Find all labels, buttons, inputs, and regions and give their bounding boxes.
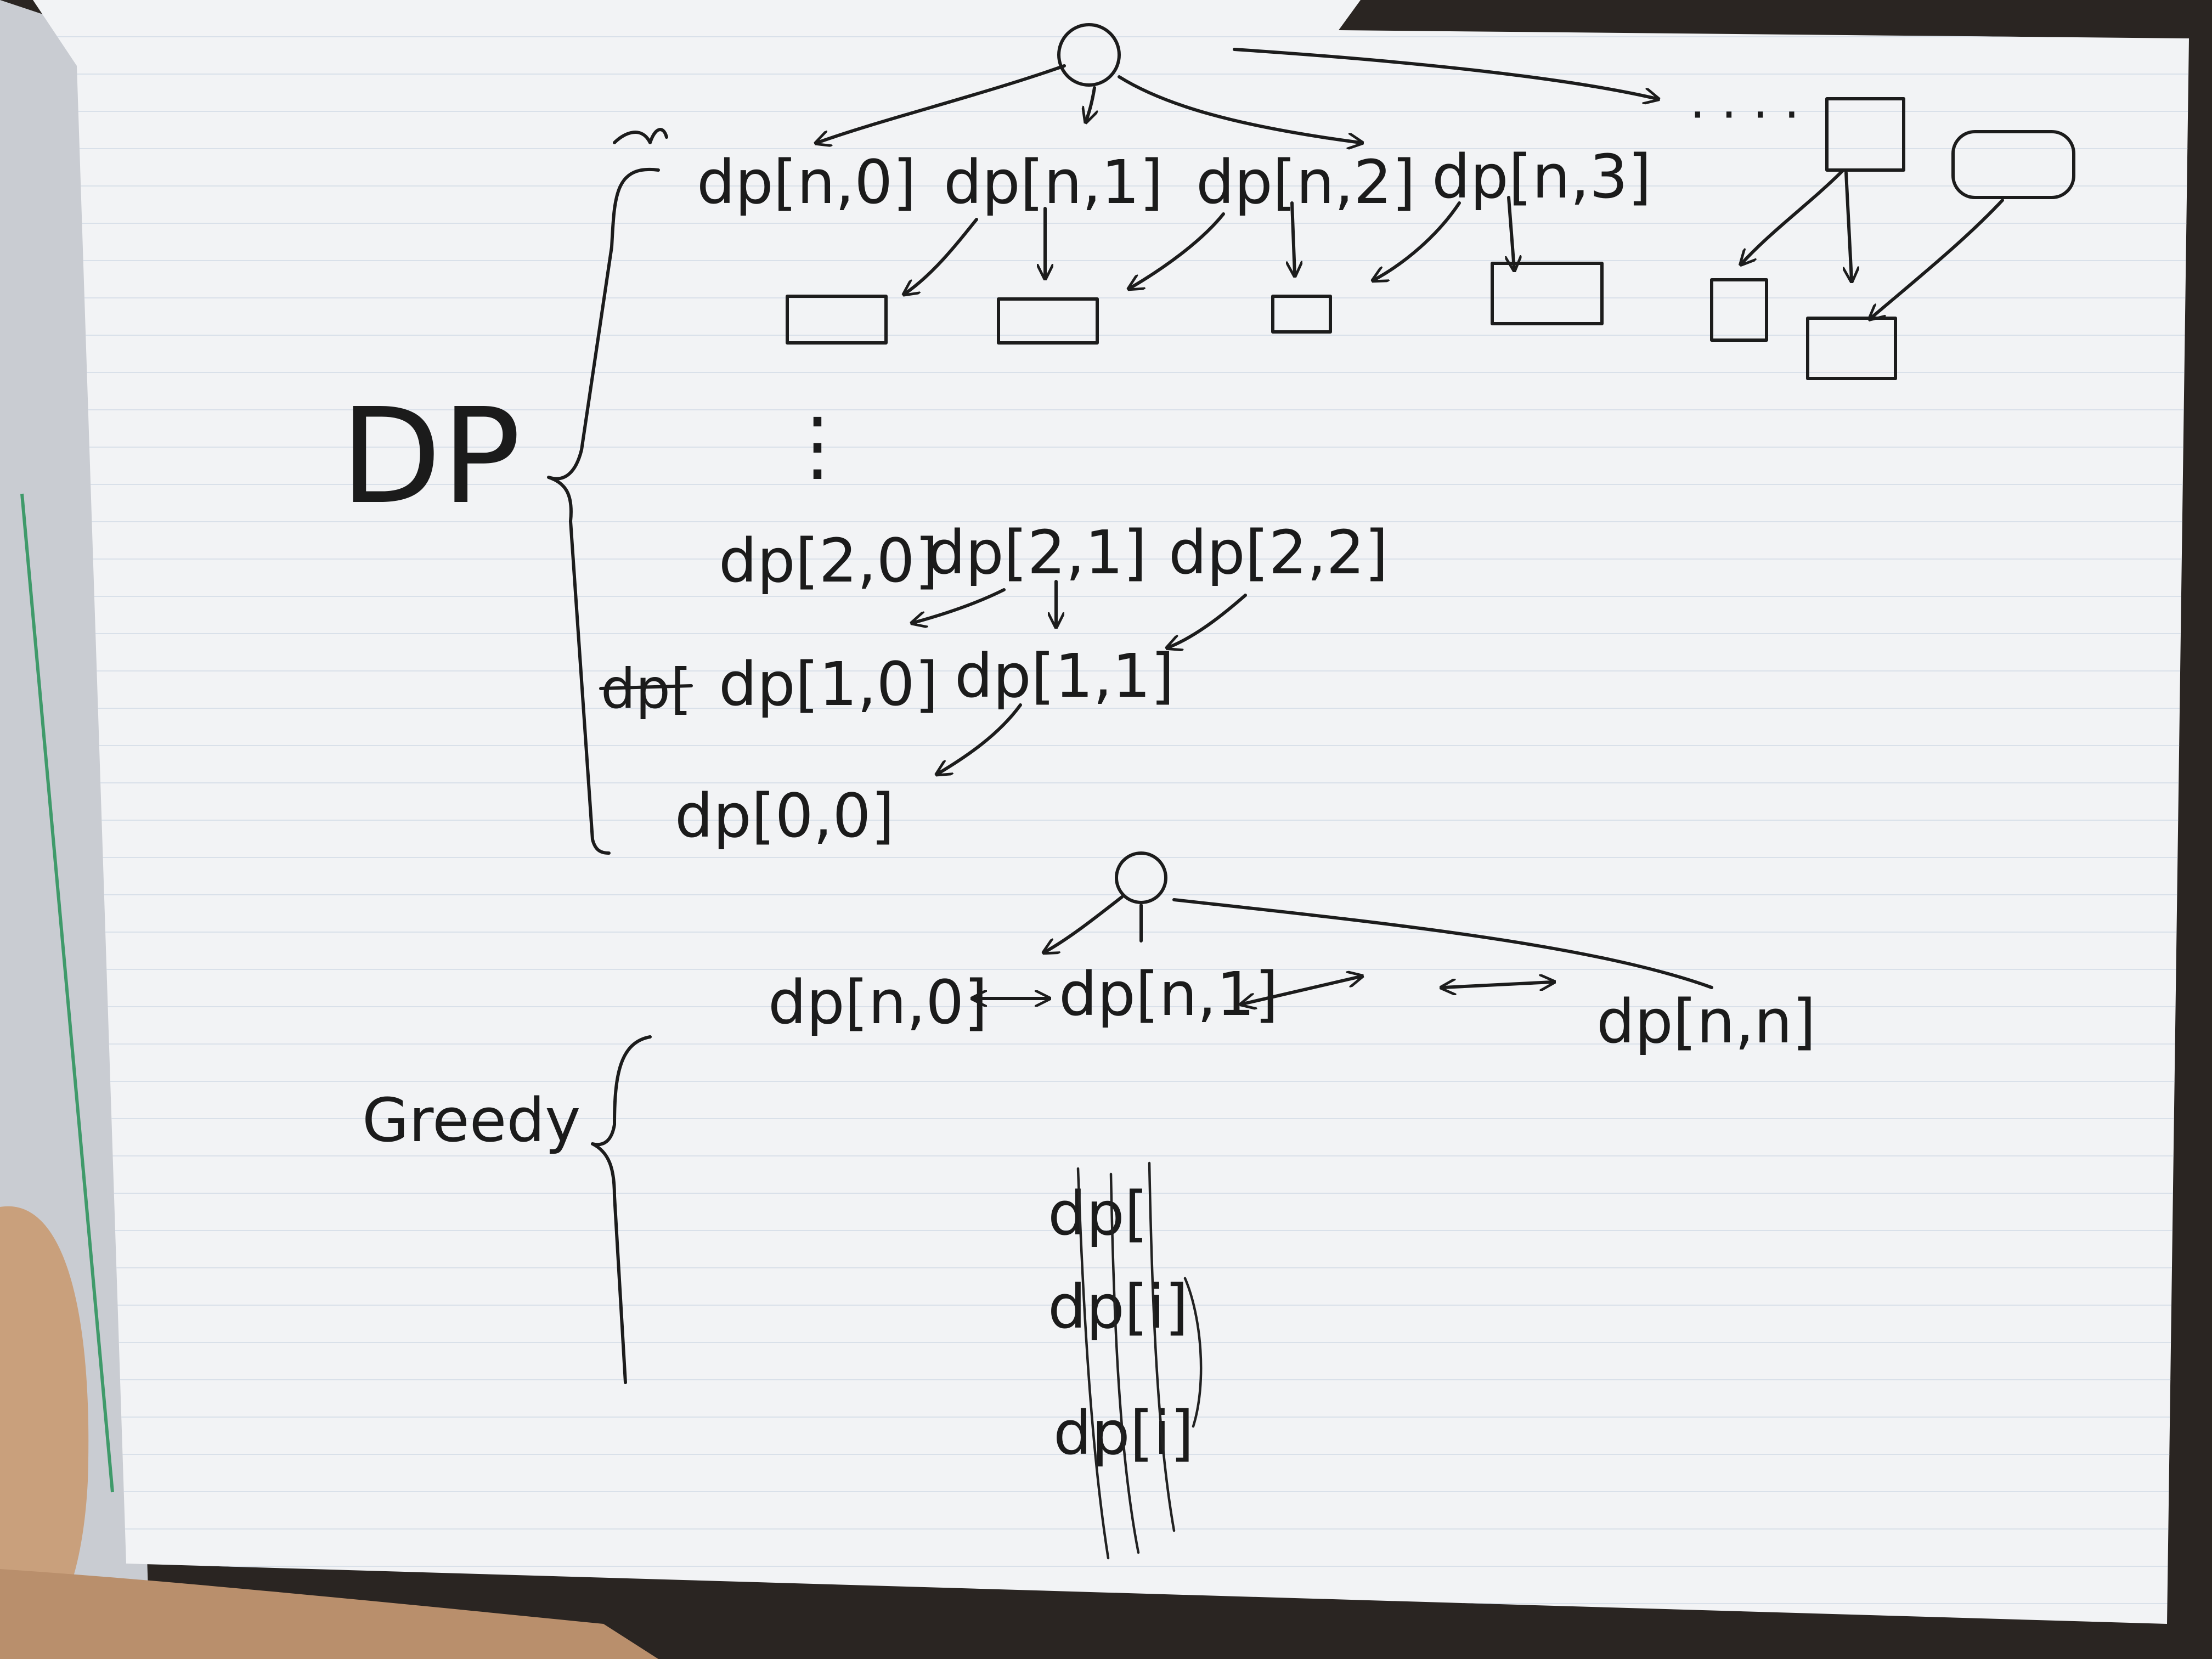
child-arrow [1871,199,2004,318]
dp-brace-flourish [613,128,668,144]
child-box [1710,278,1768,342]
vertical-stroke [1183,1277,1203,1428]
dp-title: DP [340,380,521,533]
dp-n-3: dp[n,3] [1432,142,1651,212]
dp-0-0: dp[0,0] [675,781,894,851]
child-box [997,297,1099,345]
notebook-left-page [0,0,148,1618]
row2-arrow [913,588,1006,623]
dp-n-1: dp[n,1] [944,147,1163,217]
child-arrow [1130,212,1225,288]
dp-2-2: dp[2,2] [1169,517,1388,588]
greedy-dp-n-n: dp[n,n] [1596,986,1816,1057]
placeholder-box [1825,97,1905,172]
ruled-lines [33,0,2189,1624]
greedy-title: Greedy [362,1085,580,1155]
child-arrow [1742,168,1845,263]
vertical-stroke [1109,1172,1140,1554]
double-arrow [1443,982,1553,988]
greedy-brace [591,1035,652,1384]
dp-1-1: dp[1,1] [955,641,1174,711]
vertical-stroke [1148,1161,1176,1532]
row2-arrow [1169,594,1247,647]
child-box [1806,317,1897,380]
greedy-dp-n-1: dp[n,1] [1059,959,1278,1029]
dp-n-0: dp[n,0] [697,147,916,217]
child-arrow [905,218,978,294]
child-arrow [1374,201,1461,280]
dp-2-0: dp[2,0] [719,526,938,596]
greedy-root-line [1172,898,1713,989]
root-arrow-1 [817,64,1066,143]
dp-n-2: dp[n,2] [1196,147,1415,217]
greedy-stack-1: dp[ [1048,1178,1148,1249]
greedy-section: dp[n,0] dp[n,1] dp[n,n] Greedy dp[ dp[i]… [362,851,1816,1560]
child-box [786,295,888,345]
dp-2-1: dp[2,1] [927,517,1147,588]
dp-section: DP dp[n,0] dp[n,1] dp[n,2] dp[n,3] · · ·… [340,23,2075,855]
greedy-stack-2: dp[i] [1048,1272,1188,1342]
tree1-root-node [1057,23,1121,87]
child-arrow [1846,171,1852,280]
vertical-ellipsis: ⋮ [779,401,856,490]
fingers-bottom [0,1569,658,1659]
root-arrow-4 [1233,48,1657,99]
greedy-dp-n-0: dp[n,0] [768,967,988,1037]
root-arrow-2 [1086,86,1094,121]
dp-n-ellipsis: · · · · [1690,86,1799,144]
strike-through [599,684,693,690]
root-arrow-3 [1118,75,1361,143]
double-arrow [1243,977,1361,1004]
child-box [1491,262,1604,325]
child-arrow [1292,201,1295,274]
child-arrow [1509,196,1514,269]
placeholder-box [1951,130,2075,199]
greedy-root-arrow [1045,895,1124,952]
child-box [1271,295,1332,334]
vertical-stroke [1076,1167,1110,1560]
green-margin-line [20,493,114,1493]
tree2-root-node [1115,851,1167,904]
dp-1-0: dp[1,0] [719,649,938,719]
row1-arrow [938,703,1022,774]
dp-brace [547,167,660,855]
thumb [0,1206,89,1659]
